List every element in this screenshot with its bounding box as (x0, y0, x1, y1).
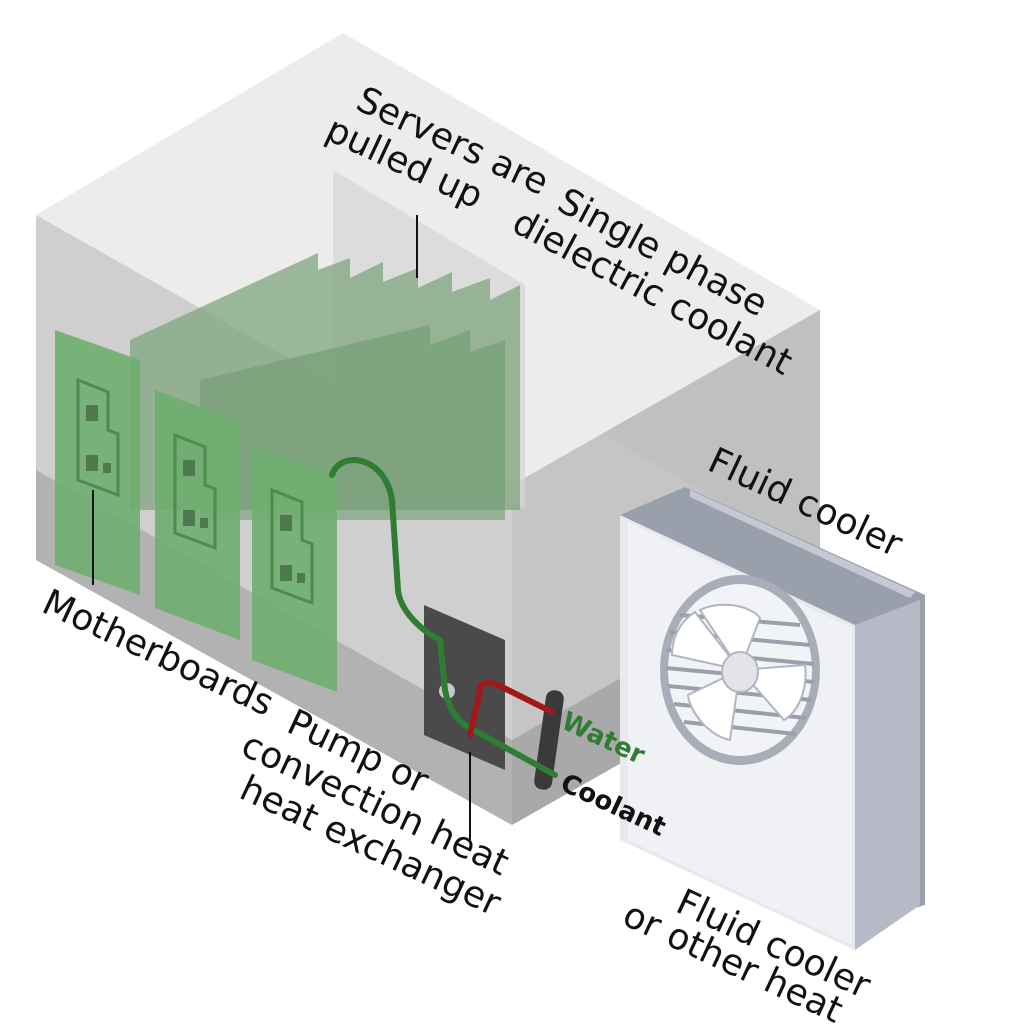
motherboard (252, 445, 337, 692)
fluid-cooler (620, 487, 925, 950)
coolant-pipe (329, 457, 558, 778)
chip-icon (76, 377, 120, 498)
motherboard (55, 330, 140, 595)
motherboard (155, 390, 240, 640)
chip-icon (270, 487, 314, 606)
chip-icon (173, 432, 217, 551)
leader-lines (92, 215, 471, 840)
fan-icon (660, 575, 820, 765)
